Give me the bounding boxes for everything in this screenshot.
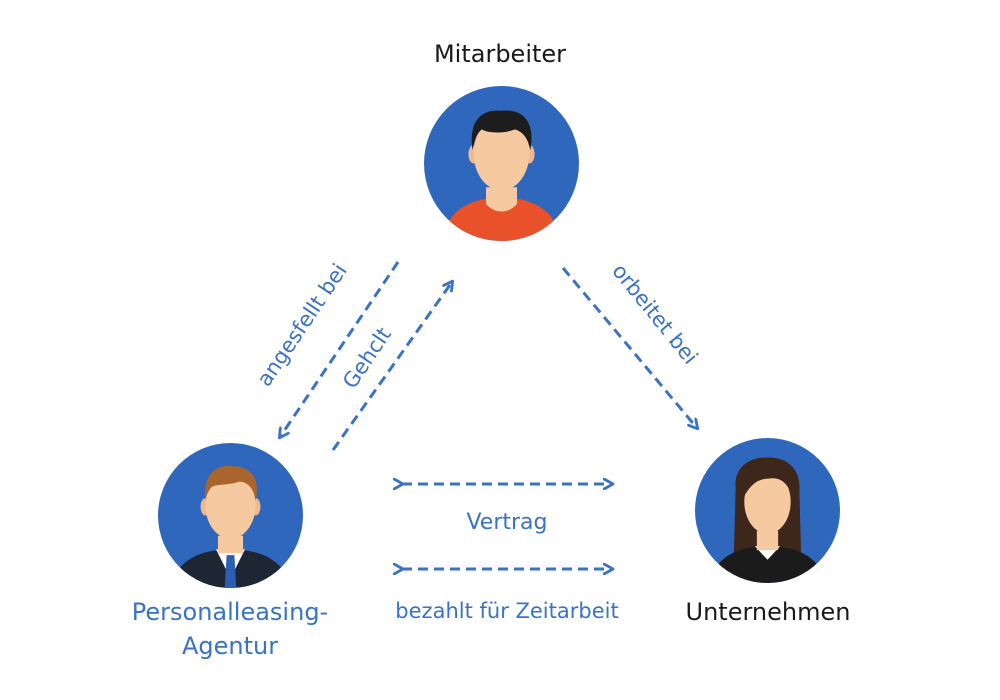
agency-label-line2: Agentur [181, 632, 279, 660]
employee-avatar-icon [424, 86, 579, 241]
contract-label: Vertrag [466, 510, 548, 535]
payment-label: bezahlt für Zeitarbeit [395, 599, 619, 623]
agency-representative-avatar-icon [158, 443, 303, 588]
works-at-arrow [561, 267, 697, 428]
agency-label-line1: Personalleasing- [131, 598, 329, 626]
company-label: Unternehmen [685, 598, 851, 626]
employee-label: Mitarbeiter [433, 40, 567, 68]
salary-arrow [331, 282, 452, 451]
employed-at-arrow [280, 261, 400, 437]
company-representative-avatar-icon [695, 438, 840, 583]
